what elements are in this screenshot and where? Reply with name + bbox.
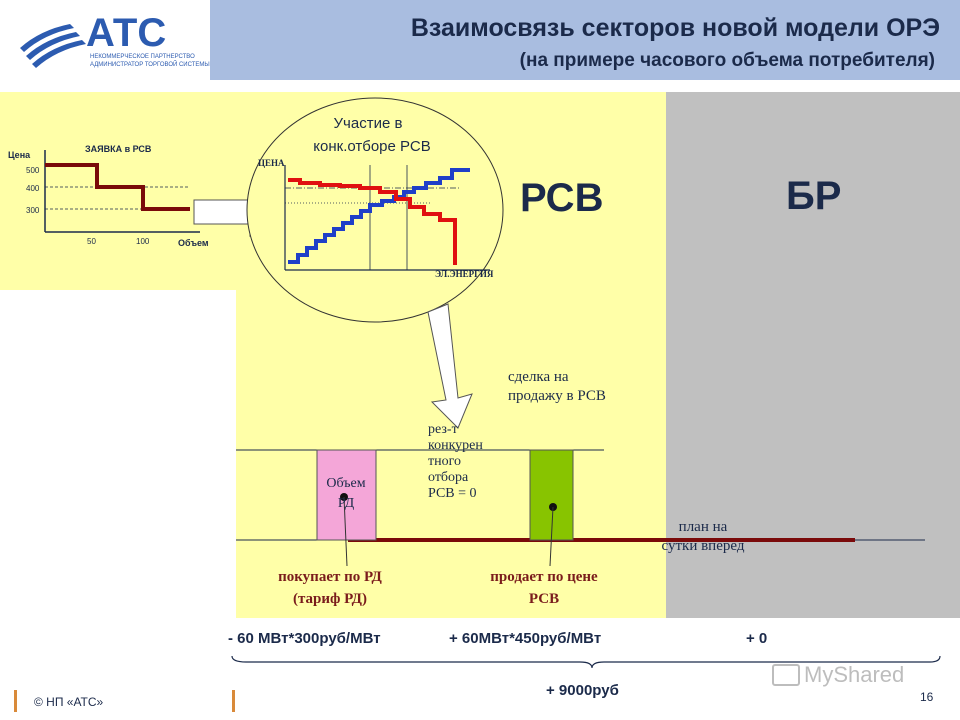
- bid-ytick-500: 500: [26, 166, 40, 175]
- sale-volume-box: [529, 449, 574, 541]
- bid-xtick-50: 50: [87, 237, 96, 246]
- bid-panel: [0, 92, 236, 290]
- equation-term-2: + 60МВт*450руб/МВт: [449, 630, 602, 647]
- copyright: © НП «АТС»: [34, 695, 104, 709]
- header-band: [210, 0, 960, 80]
- demand-curve: [288, 178, 457, 265]
- auction-xlabel: ЭЛ.ЭНЕРГИЯ: [435, 269, 494, 279]
- bid-xlabel: Объем: [178, 238, 209, 248]
- bid-ytick-300: 300: [26, 206, 40, 215]
- logo: АТС НЕКОММЕРЧЕСКОЕ ПАРТНЕРСТВО АДМИНИСТР…: [0, 0, 210, 80]
- ats-logo-icon: АТС НЕКОММЕРЧЕСКОЕ ПАРТНЕРСТВО АДМИНИСТР…: [20, 11, 210, 68]
- auction-label-1: Участие в: [334, 115, 403, 132]
- page-number: 16: [920, 690, 934, 704]
- bid-ylabel: Цена: [8, 150, 31, 160]
- auction-ylabel: ЦЕНА: [258, 158, 285, 168]
- equation-term-3: + 0: [746, 630, 768, 647]
- logo-text: АТС: [86, 11, 166, 55]
- bid-ytick-400: 400: [26, 184, 40, 193]
- bid-chart: Цена ЗАЯВКА в РСВ 500 400 300 50 100 Объ…: [8, 144, 209, 248]
- equation-term-1: - 60 МВт*300руб/МВт: [228, 630, 381, 647]
- bid-title: ЗАЯВКА в РСВ: [85, 144, 152, 154]
- page-title: Взаимосвязь секторов новой модели ОРЭ: [410, 14, 940, 42]
- equation-total: + 9000руб: [546, 682, 619, 699]
- auction-chart: ЦЕНА ЭЛ.ЭНЕРГИЯ: [258, 158, 494, 279]
- sale-pointer: [549, 506, 554, 567]
- br-label: БР: [786, 174, 842, 218]
- auction-label-2: конк.отборе РСВ: [313, 138, 430, 155]
- footer-bar-left: [14, 690, 17, 712]
- sum-brace: [231, 655, 941, 669]
- monitor-icon: [772, 664, 800, 686]
- rsv-label: РСВ: [520, 176, 604, 220]
- watermark: MyShared: [772, 660, 904, 690]
- arrow-down-icon: [427, 303, 473, 429]
- logo-caption-2: АДМИНИСТРАТОР ТОРГОВОЙ СИСТЕМЫ: [90, 60, 210, 68]
- footer-bar-right: [232, 690, 235, 712]
- auction-ellipse: [246, 97, 504, 323]
- page-subtitle: (на примере часового объема потребителя): [519, 50, 935, 71]
- br-sector: [666, 92, 960, 618]
- bid-xtick-100: 100: [136, 237, 150, 246]
- logo-caption-1: НЕКОММЕРЧЕСКОЕ ПАРТНЕРСТВО: [90, 54, 195, 60]
- supply-curve: [288, 168, 470, 264]
- bid-step-line: [45, 163, 190, 211]
- watermark-text: MyShared: [804, 662, 905, 687]
- rd-pointer: [343, 496, 348, 567]
- buys-text: покупает по РД(тариф РД): [278, 569, 382, 607]
